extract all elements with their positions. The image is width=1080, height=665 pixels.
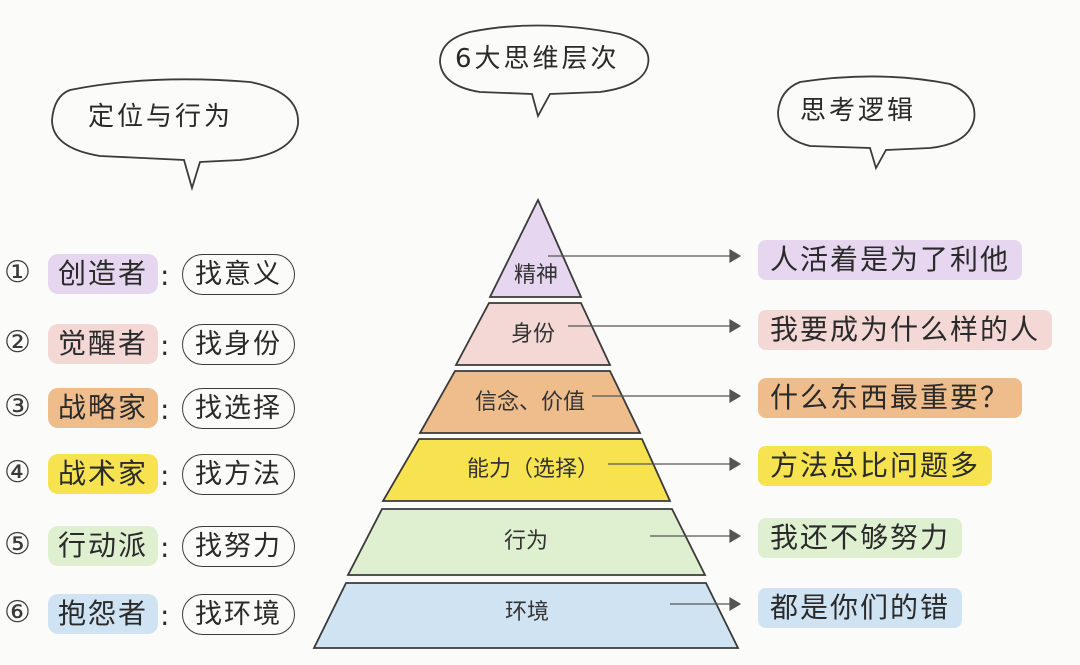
seek-label: 找环境: [182, 594, 295, 635]
role-label: 觉醒者: [48, 324, 159, 364]
logic-statement: 方法总比问题多: [758, 446, 993, 486]
seek-label: 找身份: [182, 324, 295, 365]
level-number: ④: [4, 455, 31, 490]
seek-label: 找选择: [182, 388, 295, 429]
right-header-bubble: [777, 75, 976, 171]
layer-label: 环境: [504, 600, 550, 625]
role-label: 创造者: [48, 254, 159, 294]
pyramid-layer-environment: [312, 582, 740, 649]
separator: :: [160, 259, 170, 292]
diagram-title: 6大思维层次: [455, 44, 620, 74]
left-header: 定位与行为: [88, 102, 234, 132]
role-label: 战术家: [48, 454, 159, 494]
layer-label: 身份: [510, 322, 556, 347]
level-number: ③: [4, 389, 31, 424]
separator: :: [160, 329, 170, 362]
logic-statement: 什么东西最重要？: [758, 378, 1023, 418]
level-number: ②: [4, 325, 31, 360]
logic-statement: 人活着是为了利他: [758, 240, 1023, 280]
logic-statement: 都是你们的错: [758, 588, 963, 628]
role-label: 抱怨者: [48, 594, 159, 634]
pyramid-layer-behavior: [346, 508, 707, 576]
right-header: 思考逻辑: [800, 96, 917, 126]
pyramid-layer-identity: [454, 302, 612, 366]
logic-statement: 我还不够努力: [758, 518, 963, 558]
role-label: 战略家: [48, 388, 159, 428]
layer-label: 信念、价值: [474, 390, 586, 415]
level-number: ①: [4, 255, 31, 290]
layer-label: 行为: [503, 529, 549, 554]
role-label: 行动派: [48, 526, 159, 566]
connector-arrows: [548, 248, 742, 612]
layer-label: 能力（选择）: [466, 457, 600, 482]
logic-statement: 我要成为什么样的人: [758, 310, 1053, 350]
level-number: ⑤: [4, 527, 31, 562]
separator: :: [160, 531, 170, 564]
seek-label: 找方法: [182, 454, 295, 495]
seek-label: 找努力: [182, 526, 295, 567]
separator: :: [160, 459, 170, 492]
pyramid-layer-capability: [381, 438, 672, 502]
title-bubble: [439, 24, 650, 119]
layer-label: 精神: [513, 263, 559, 288]
pyramid-layer-spirit: [488, 197, 583, 298]
left-header-bubble: [51, 78, 299, 192]
separator: :: [160, 393, 170, 426]
separator: :: [160, 599, 170, 632]
seek-label: 找意义: [182, 254, 295, 295]
pyramid-layer-beliefs: [418, 370, 642, 434]
level-number: ⑥: [4, 595, 31, 630]
